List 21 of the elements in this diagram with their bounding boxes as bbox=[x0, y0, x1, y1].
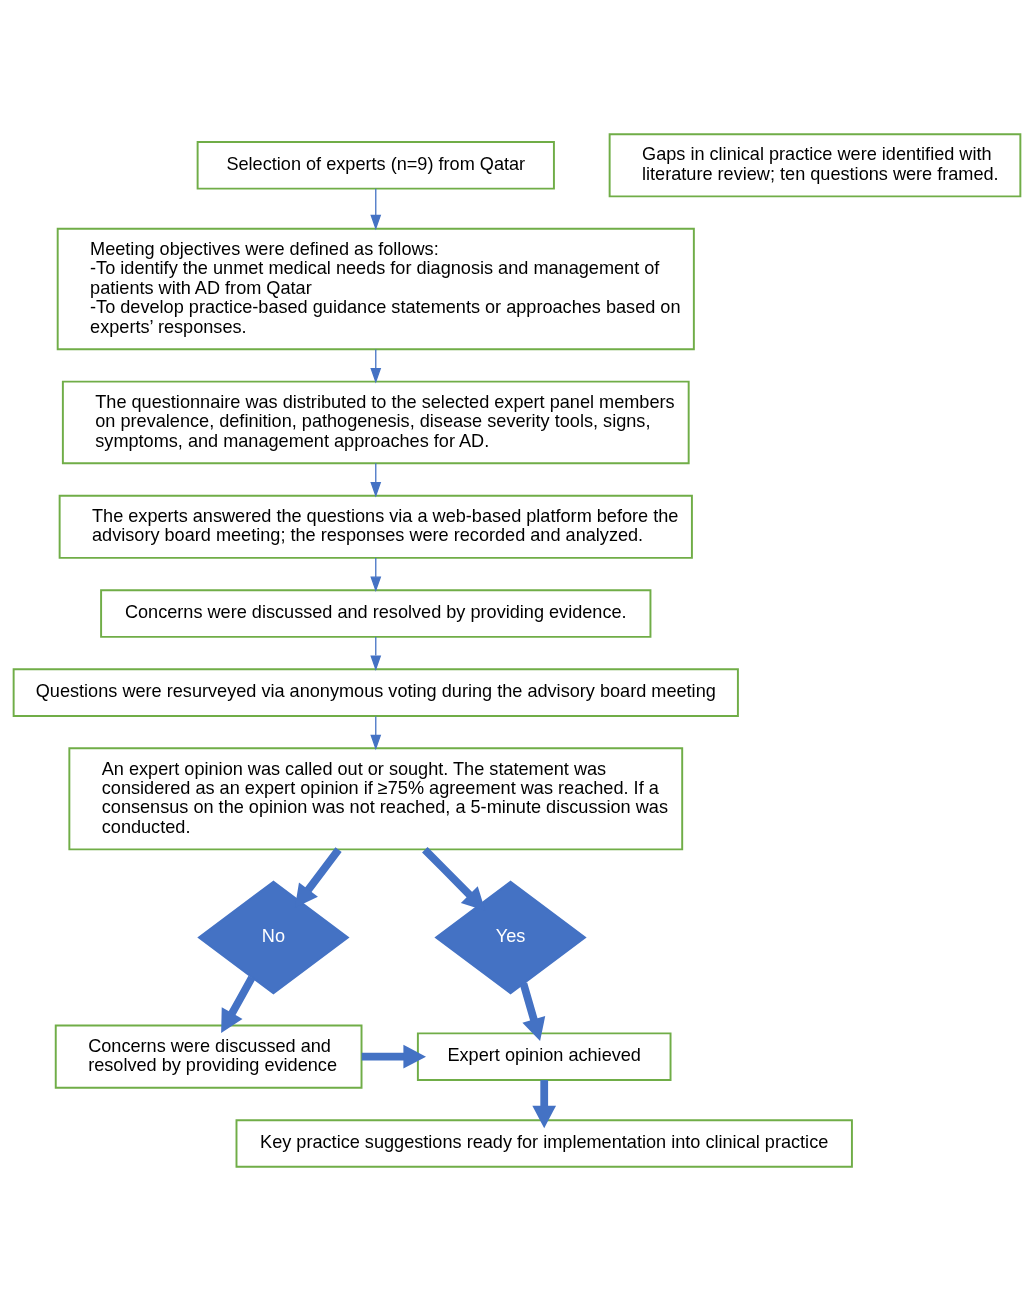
node-box: The questionnaire was distributed to the selected expert panel members on prevalence, definition, pathogenesis, disease severity tools, signs, symptoms, and management approaches for AD. bbox=[61, 380, 690, 464]
arrow bbox=[370, 556, 382, 592]
node-box: Concerns were discussed and resolved by providing evidence bbox=[54, 1024, 363, 1089]
arrow bbox=[519, 981, 546, 1041]
node-box: Expert opinion achieved bbox=[416, 1031, 672, 1081]
node-box: Selection of experts (n=9) from Qatar bbox=[196, 140, 555, 190]
arrow bbox=[370, 462, 382, 498]
arrow bbox=[370, 348, 382, 383]
arrow bbox=[221, 975, 256, 1033]
arrow bbox=[370, 715, 382, 750]
arrow bbox=[370, 187, 382, 230]
node-box: An expert opinion was called out or sought. The statement was considered as an expert opinion if ≥75% agreement was reached. If a consensus on the opinion was not reached, a 5-minute discussion was conducted. bbox=[68, 746, 684, 850]
node-box: Gaps in clinical practice were identified with literature review; ten questions were framed. bbox=[608, 132, 1022, 197]
node-box: Questions were resurveyed via anonymous voting during the advisory board meeting bbox=[12, 667, 739, 717]
node-box: Meeting objectives were defined as follows: -To identify the unmet medical needs for diagnosis and management of patients with AD from Qatar -To develop practice-based guidance statements or approaches based on experts’ responses. bbox=[56, 227, 695, 350]
node-box: Concerns were discussed and resolved by providing evidence. bbox=[100, 588, 652, 638]
node-box: The experts answered the questions via a web-based platform before the advisory board meeting; the responses were recorded and analyzed. bbox=[58, 494, 693, 559]
node-diamond: Yes bbox=[434, 880, 587, 994]
arrow bbox=[370, 635, 382, 671]
arrow bbox=[422, 846, 486, 911]
node-box: Key practice suggestions ready for implementation into clinical practice bbox=[235, 1118, 853, 1168]
